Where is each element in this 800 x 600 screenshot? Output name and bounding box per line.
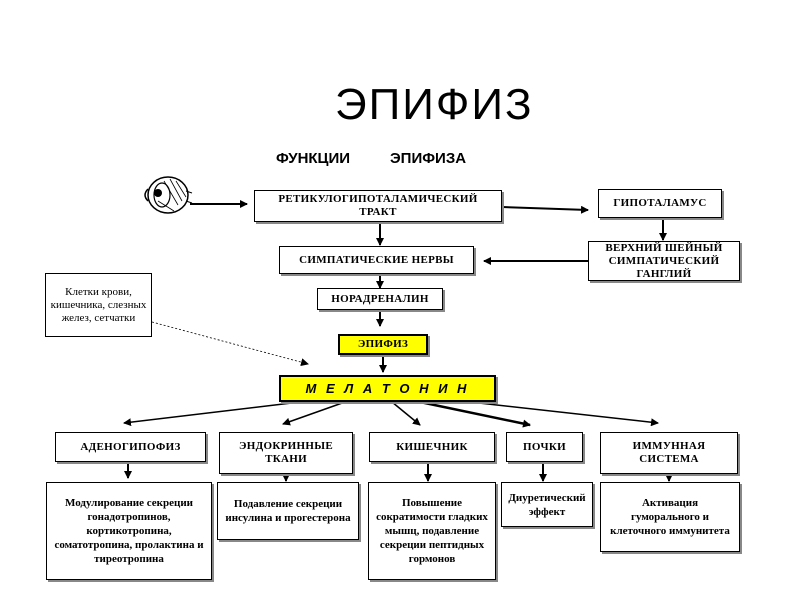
arrow-cells-to-melatonin — [151, 321, 309, 367]
arrow-melatonin-to-immune — [469, 401, 659, 427]
arrow-retino-to-hypothal — [501, 205, 589, 214]
effect-endocrine: Подавление секреции инсулина и прогестер… — [217, 482, 359, 540]
target-intestine: КИШЕЧНИК — [369, 432, 495, 462]
subtitle-epiphysis: ЭПИФИЗА — [390, 150, 467, 167]
target-adenohypophysis: АДЕНОГИПОФИЗ — [55, 432, 206, 462]
effect-kidneys: Диуретический эффект — [501, 482, 593, 527]
node-ganglion: ВЕРХНИЙ ШЕЙНЫЙ СИМПАТИЧЕСКИЙ ГАНГЛИЙ — [588, 241, 740, 281]
effect-intestine: Повышение сократимости гладких мышц, под… — [368, 482, 496, 580]
effect-immune: Активация гуморального и клеточного имму… — [600, 482, 740, 552]
subtitle-functions: ФУНКЦИИ — [276, 150, 351, 167]
page-title: ЭПИФИЗ — [335, 80, 534, 129]
node-melatonin: М Е Л А Т О Н И Н — [279, 375, 496, 402]
node-hypothalamus: ГИПОТАЛАМУС — [598, 189, 722, 218]
arrow-melatonin-to-gut — [391, 401, 421, 426]
arrow-melatonin-to-endo — [282, 401, 346, 426]
eye-icon — [144, 176, 193, 214]
node-epiphysis: ЭПИФИЗ — [338, 334, 428, 355]
node-noradrenaline: НОРАДРЕНАЛИН — [317, 288, 443, 310]
arrow-melatonin-to-kidney — [419, 400, 531, 428]
node-retino-tract: РЕТИКУЛОГИПОТАЛАМИЧЕСКИЙ ТРАКТ — [254, 190, 502, 222]
arrow-melatonin-to-adeno — [123, 401, 301, 427]
target-immune-system: ИММУННАЯ СИСТЕМА — [600, 432, 738, 474]
effect-adenohypophysis: Модулирование секреции гонадотропинов, к… — [46, 482, 212, 580]
node-blood-cells: Клетки крови, кишечника, слезных желез, … — [45, 273, 152, 337]
target-kidneys: ПОЧКИ — [506, 432, 583, 462]
target-endocrine-tissues: ЭНДОКРИННЫЕ ТКАНИ — [219, 432, 353, 474]
node-sympathetic-nerves: СИМПАТИЧЕСКИЕ НЕРВЫ — [279, 246, 474, 274]
